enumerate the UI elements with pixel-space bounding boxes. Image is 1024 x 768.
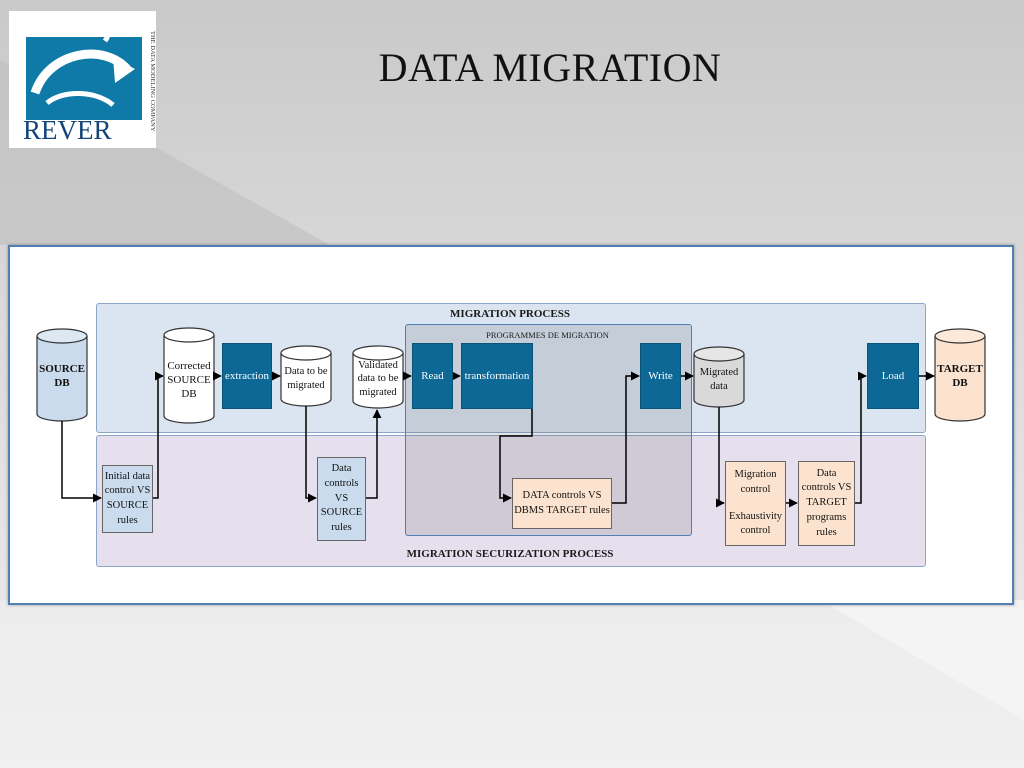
rever-logo: REVER THE DATA MODELING COMPANY xyxy=(9,11,156,148)
extraction-box: extraction xyxy=(222,343,272,409)
transformation-box: transformation xyxy=(461,343,533,409)
exhaustivity-control-label: Exhaustivity control xyxy=(728,510,783,537)
migrated-data-cylinder xyxy=(693,346,745,408)
data-controls-target-box: Data controls VS TARGET programs rules xyxy=(798,461,855,546)
data-controls-source-box: Data controls VS SOURCE rules xyxy=(317,457,366,541)
logo-brand-text: REVER xyxy=(23,115,112,145)
target-db-label: TARGET DB xyxy=(937,362,983,389)
migration-control-label: Migration control xyxy=(734,469,777,495)
migration-process-title: MIGRATION PROCESS xyxy=(450,308,570,320)
initial-control-box: Initial data control VS SOURCE rules xyxy=(102,465,153,533)
validated-data-label: Validated data to be migrated xyxy=(357,359,399,398)
read-box: Read xyxy=(412,343,453,409)
source-db-cylinder xyxy=(36,328,88,422)
migration-control-box: Migration control Exhaustivity control xyxy=(725,461,786,546)
validated-data-cylinder xyxy=(352,345,404,409)
programmes-title: PROGRAMMES DE MIGRATION xyxy=(486,330,609,340)
corrected-source-db-cylinder xyxy=(163,327,215,424)
migrated-data-label: Migrated data xyxy=(699,367,739,392)
target-db-cylinder xyxy=(934,328,986,422)
data-controls-dbms-box: DATA controls VS DBMS TARGET rules xyxy=(512,478,612,529)
source-db-label: SOURCE DB xyxy=(39,362,85,389)
slide-title: DATA MIGRATION xyxy=(378,45,722,90)
corrected-source-db-label: Corrected SOURCE DB xyxy=(167,359,211,401)
logo-tagline-text: THE DATA MODELING COMPANY xyxy=(149,31,156,132)
connectors xyxy=(61,371,935,508)
data-to-be-migrated-cylinder xyxy=(280,345,332,407)
data-to-be-migrated-label: Data to be migrated xyxy=(284,366,328,391)
rever-logo-graphic: REVER THE DATA MODELING COMPANY xyxy=(23,16,156,145)
load-box: Load xyxy=(867,343,919,409)
securization-title: MIGRATION SECURIZATION PROCESS xyxy=(406,548,614,560)
write-box: Write xyxy=(640,343,681,409)
